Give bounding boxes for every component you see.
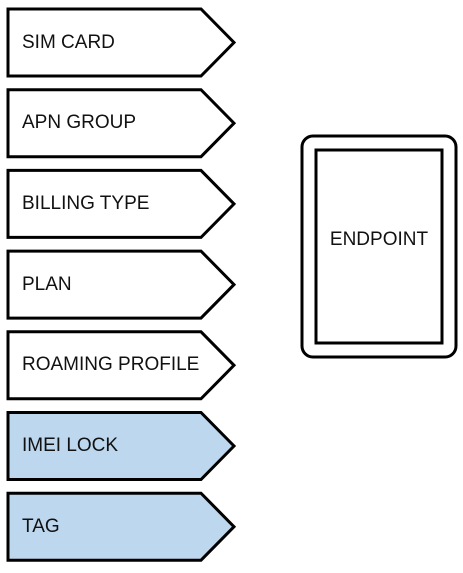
tag-label-plan: PLAN (22, 273, 72, 295)
tag-label-imei-lock: IMEI LOCK (22, 435, 119, 456)
tag-label-apn-group: APN GROUP (22, 112, 137, 134)
tag-shape-apn-group (6, 88, 237, 159)
endpoint-card (300, 134, 458, 359)
tag-label-tag: TAG (22, 515, 60, 537)
tag-shape-imei-lock (6, 411, 237, 481)
endpoint-label: ENDPOINT (329, 229, 429, 250)
tag-label-roaming-profile: ROAMING PROFILE (22, 354, 200, 376)
tag-label-sim-card: SIM CARD (22, 31, 115, 53)
tag-shape-plan (6, 249, 237, 320)
tag-shape-sim-card (6, 7, 237, 78)
tag-shape-billing-type (6, 168, 237, 239)
tag-shape-roaming-profile (6, 330, 237, 401)
tag-label-billing-type: BILLING TYPE (22, 192, 150, 214)
tag-shape-tag (6, 491, 237, 562)
